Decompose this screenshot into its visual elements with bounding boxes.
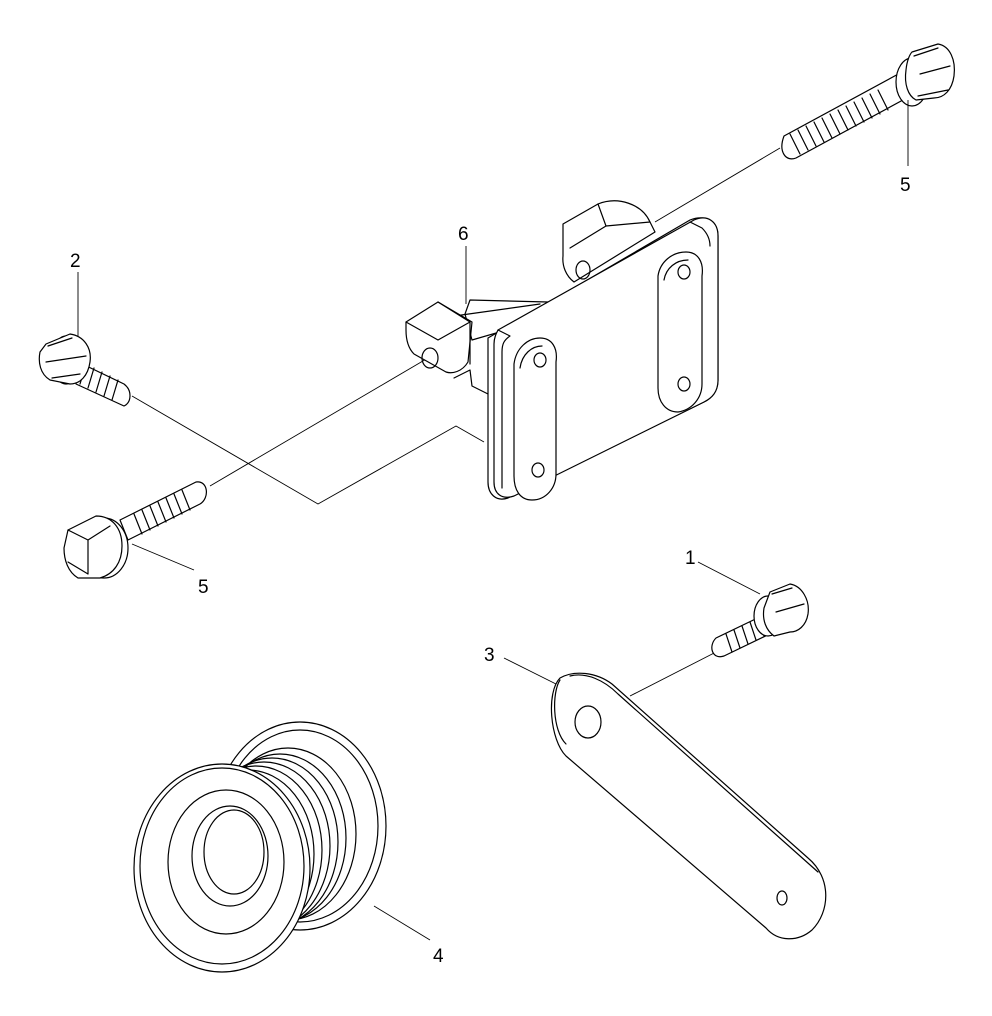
pulley [133,721,387,973]
small-flange-bolt [711,583,809,658]
callout-3: 3 [484,645,495,666]
leader-lines [77,100,909,941]
callout-5-lower: 5 [198,577,209,598]
hex-flange-bolt-lower [63,481,207,579]
callout-2: 2 [70,251,81,272]
assembly-axis-lines [131,147,781,697]
mounting-bracket [405,200,719,501]
callout-6: 6 [458,224,469,245]
callout-5-upper: 5 [900,175,911,196]
callout-4: 4 [433,946,444,967]
tensioner-arm [550,672,827,940]
short-flange-bolt [38,333,131,407]
callout-1: 1 [685,548,696,569]
long-flange-bolt-upper [781,43,955,160]
